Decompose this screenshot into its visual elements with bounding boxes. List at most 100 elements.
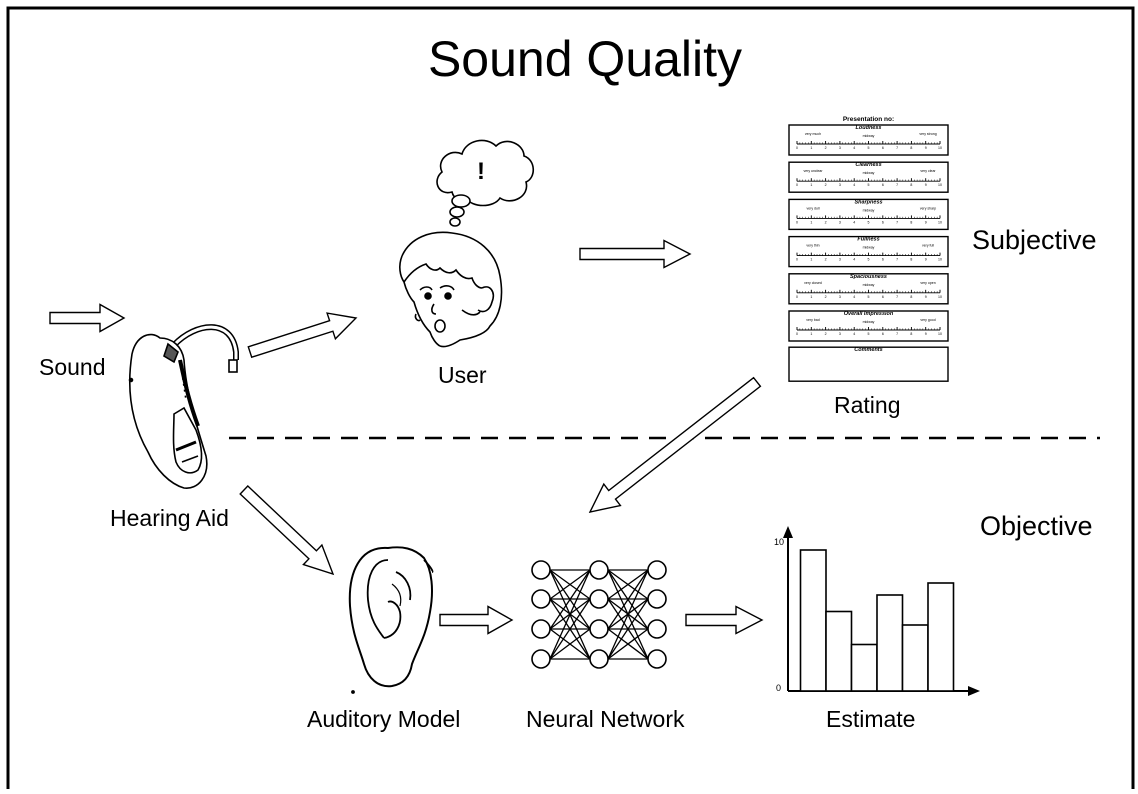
rating-scale-tick-label: 3 bbox=[839, 258, 841, 262]
rating-scale-tick-label: 10 bbox=[938, 220, 942, 224]
nn-connection bbox=[549, 628, 591, 660]
rating-scale-tick-label: 8 bbox=[910, 295, 912, 299]
rating-scale-name: Sharpness bbox=[854, 199, 882, 205]
nn-connection bbox=[549, 569, 591, 630]
rating-scale-name: Fullness bbox=[857, 237, 879, 243]
nn-node bbox=[647, 589, 667, 609]
rating-scale-low: very dull bbox=[806, 206, 819, 210]
chart-bar bbox=[901, 624, 929, 692]
rating-scale-tick-label: 6 bbox=[882, 220, 884, 224]
rating-scale-mid: midway bbox=[863, 134, 875, 138]
rating-scale-tick-label: 0 bbox=[796, 295, 798, 299]
rating-scale-tick-label: 10 bbox=[938, 332, 942, 336]
chart-y-tick-label: 0 bbox=[776, 683, 781, 693]
nn-node bbox=[589, 649, 609, 669]
nn-node bbox=[647, 619, 667, 639]
rating-scale-tick-label: 0 bbox=[796, 332, 798, 336]
arrow-hearing-aid-to-user bbox=[247, 312, 358, 359]
nn-connection bbox=[607, 569, 649, 660]
rating-scale-tick-label: 1 bbox=[810, 332, 812, 336]
rating-scale-tick-label: 7 bbox=[896, 258, 898, 262]
arrow-neural-network-to-estimate bbox=[685, 605, 764, 635]
rating-scale-tick-label: 9 bbox=[925, 295, 927, 299]
arrow-user-to-rating bbox=[579, 239, 692, 269]
rating-scale-tick-label: 8 bbox=[910, 332, 912, 336]
rating-scale-low: very thin bbox=[806, 244, 819, 248]
rating-scale-tick-label: 6 bbox=[882, 258, 884, 262]
rating-scale-mid: midway bbox=[863, 171, 875, 175]
arrow-rating-to-neural-network bbox=[588, 376, 762, 513]
thought-bubble-icon bbox=[436, 139, 535, 227]
rating-scale-tick-label: 1 bbox=[810, 295, 812, 299]
rating-scale-tick-label: 10 bbox=[938, 146, 942, 150]
rating-scale-box bbox=[788, 198, 949, 231]
chart-y-axis-arrowhead bbox=[783, 526, 793, 538]
rating-scale-tick-label: 0 bbox=[796, 146, 798, 150]
rating-scale-tick-label: 3 bbox=[839, 183, 841, 187]
label-neural-network: Neural Network bbox=[526, 706, 685, 732]
rating-scale-tick-label: 9 bbox=[925, 332, 927, 336]
neural-network-icon bbox=[531, 560, 667, 669]
rating-scale-tick-label: 4 bbox=[853, 295, 855, 299]
label-hearing-aid: Hearing Aid bbox=[110, 505, 229, 531]
nn-connection bbox=[607, 628, 649, 660]
chart-y-tick-label: 10 bbox=[774, 537, 784, 547]
nn-connection bbox=[549, 569, 591, 600]
rating-scale-box bbox=[788, 161, 949, 193]
nn-node bbox=[531, 649, 551, 669]
label-rating: Rating bbox=[834, 392, 901, 418]
rating-scale-tick-label: 3 bbox=[839, 295, 841, 299]
nn-node bbox=[531, 589, 551, 609]
rating-scale-tick-label: 4 bbox=[853, 183, 855, 187]
rating-scale-name: Spaciousness bbox=[850, 274, 887, 280]
rating-scale-tick-label: 1 bbox=[810, 183, 812, 187]
nn-node bbox=[589, 589, 609, 609]
rating-scale-tick-label: 5 bbox=[868, 258, 870, 262]
rating-scale-tick-label: 10 bbox=[938, 258, 942, 262]
rating-scale-tick-label: 9 bbox=[925, 146, 927, 150]
section-subjective: Subjective bbox=[972, 225, 1097, 255]
rating-scale-tick-label: 2 bbox=[825, 295, 827, 299]
rating-scale-tick-label: 2 bbox=[825, 332, 827, 336]
rating-scale-name: Overall Impression bbox=[844, 311, 894, 317]
rating-scale-tick-label: 5 bbox=[868, 220, 870, 224]
rating-scale-tick-label: 4 bbox=[853, 220, 855, 224]
rating-scale-tick-label: 9 bbox=[925, 258, 927, 262]
rating-scale-tick-label: 1 bbox=[810, 146, 812, 150]
user-face-icon bbox=[399, 231, 503, 348]
rating-scale-tick-label: 6 bbox=[882, 146, 884, 150]
rating-scale-tick-label: 0 bbox=[796, 220, 798, 224]
arrow-sound-to-hearing-aid bbox=[49, 303, 126, 333]
rating-scale-low: very unclear bbox=[803, 169, 823, 173]
rating-scale-tick-label: 0 bbox=[796, 183, 798, 187]
rating-scale-mid: midway bbox=[863, 246, 875, 250]
rating-scale-tick-label: 5 bbox=[868, 146, 870, 150]
rating-scale-mid: midway bbox=[863, 283, 875, 287]
rating-scale-tick-label: 7 bbox=[896, 183, 898, 187]
hearing-aid-icon bbox=[128, 324, 239, 489]
nn-connection bbox=[549, 569, 591, 660]
rating-scale-tick-label: 8 bbox=[910, 258, 912, 262]
chart-bar bbox=[850, 643, 878, 692]
rating-scale-tick-label: 8 bbox=[910, 183, 912, 187]
rating-comments-label: Comments bbox=[854, 347, 882, 353]
rating-scale-tick-label: 2 bbox=[825, 183, 827, 187]
arrow-ear-to-neural-network bbox=[439, 605, 514, 635]
rating-scale-name: Clearness bbox=[855, 162, 881, 168]
rating-scale-tick-label: 3 bbox=[839, 332, 841, 336]
rating-scale-tick-label: 0 bbox=[796, 258, 798, 262]
chart-bar bbox=[927, 582, 955, 692]
rating-scale-low: very closed bbox=[804, 281, 822, 285]
rating-scale-mid: midway bbox=[863, 320, 875, 324]
nn-connection bbox=[607, 598, 649, 660]
chart-bar bbox=[876, 594, 904, 692]
label-auditory-model: Auditory Model bbox=[307, 706, 461, 732]
rating-scale-tick-label: 2 bbox=[825, 146, 827, 150]
rating-scale-tick-label: 4 bbox=[853, 258, 855, 262]
rating-comments-box bbox=[788, 346, 949, 382]
rating-scale-tick-label: 7 bbox=[896, 146, 898, 150]
rating-scale-tick-label: 9 bbox=[925, 183, 927, 187]
rating-scale-box bbox=[788, 124, 949, 156]
